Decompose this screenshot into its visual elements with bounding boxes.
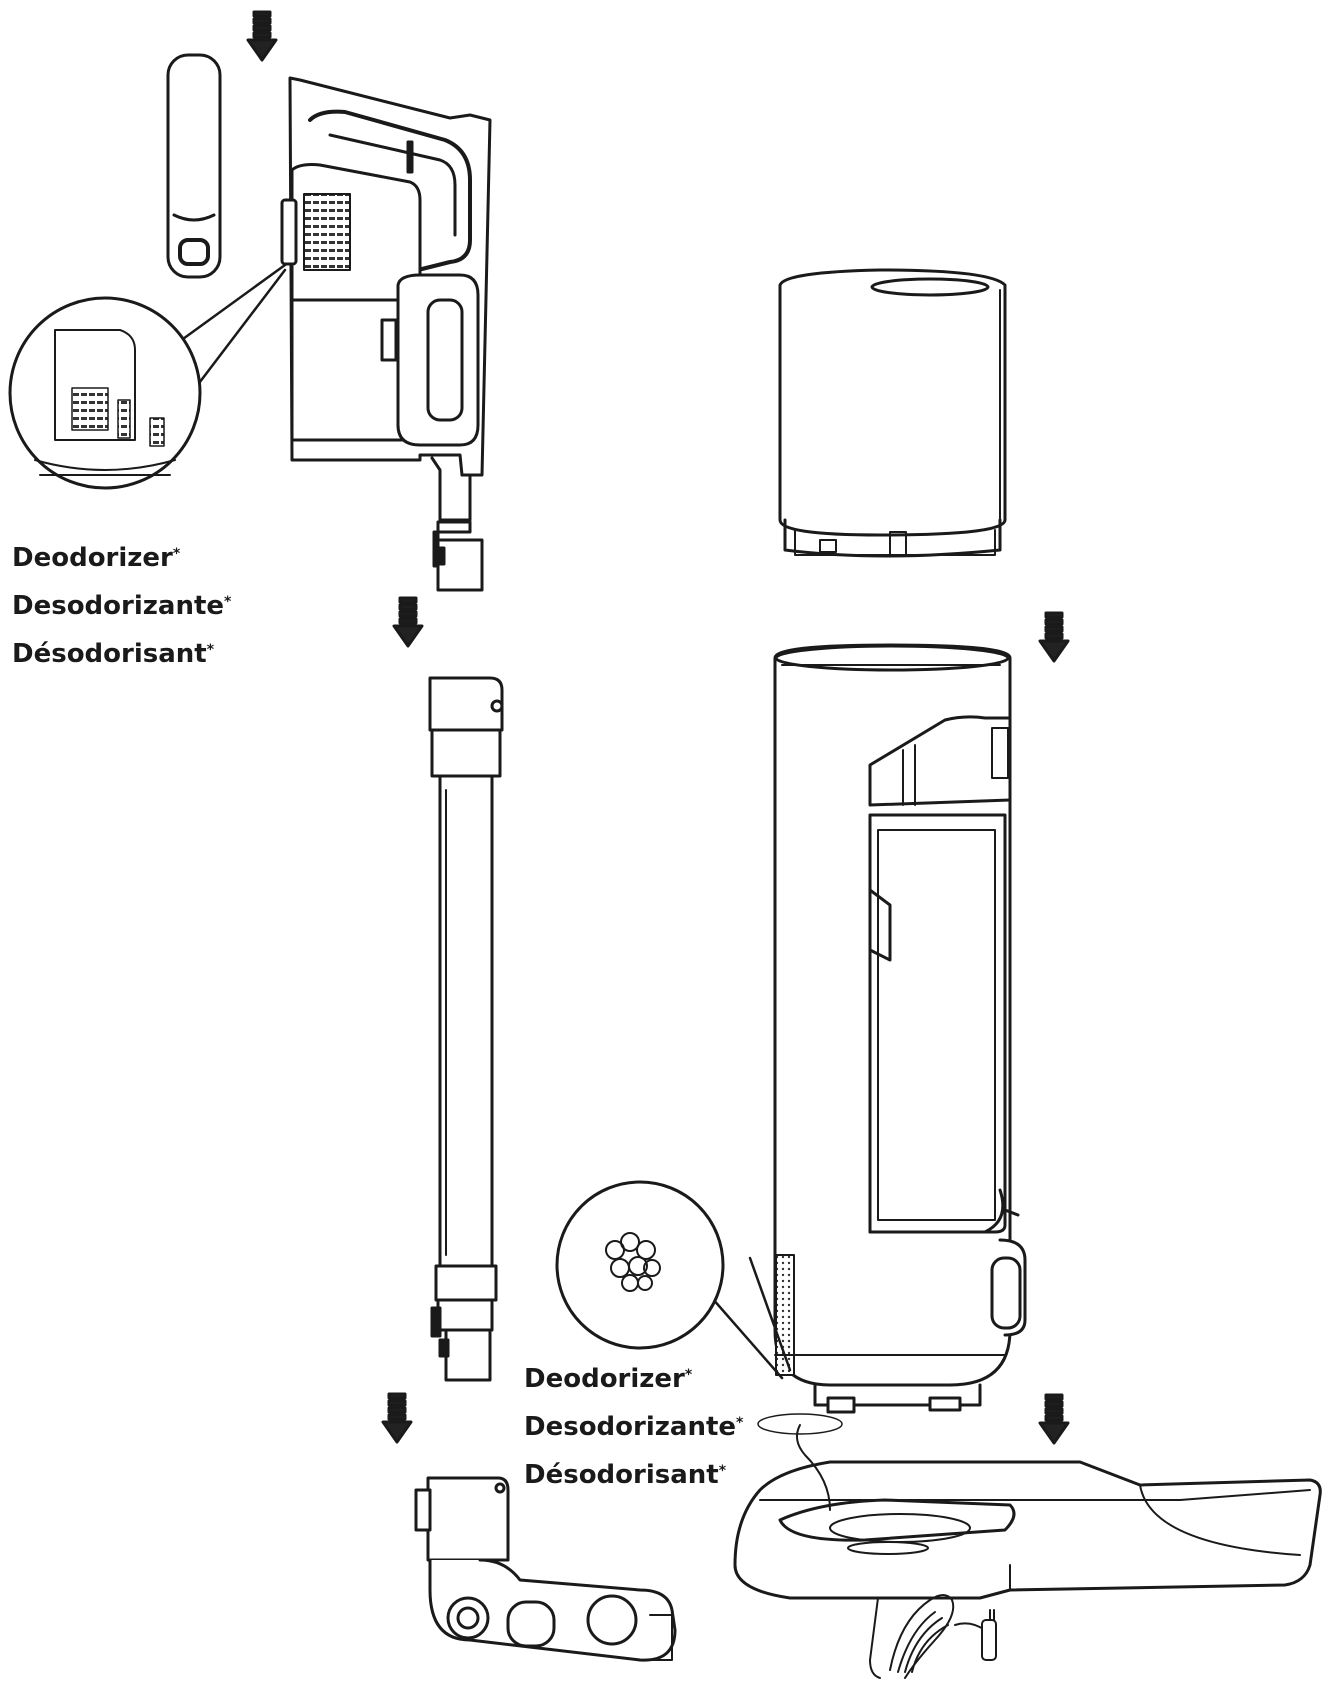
down-arrow-icon <box>392 596 424 648</box>
deodorizer-label-bottom: Deodorizer* Desodorizante* Désodorisant* <box>524 1355 743 1499</box>
handheld-vacuum-body <box>280 76 492 592</box>
deodorizer-label-top: Deodorizer* Desodorizante* Désodorisant* <box>12 534 231 678</box>
label-spanish: Desodorizante* <box>524 1412 744 1442</box>
down-arrow-icon <box>246 10 278 62</box>
dock-base <box>733 1460 1322 1600</box>
extension-wand <box>428 676 504 1382</box>
detail-magnifier-deodorizer-top <box>8 263 287 490</box>
floor-nozzle <box>414 1476 677 1662</box>
detail-magnifier-deodorizer-bottom <box>555 1180 843 1435</box>
label-english: Deodorizer* <box>12 543 181 573</box>
dust-cup-lid <box>778 268 1007 558</box>
down-arrow-icon <box>1038 1393 1070 1445</box>
label-french: Désodorisant* <box>524 1460 727 1490</box>
down-arrow-icon <box>1038 611 1070 663</box>
deodorizer-clip <box>166 53 222 279</box>
dock-canister <box>773 643 1027 1414</box>
label-spanish: Desodorizante* <box>12 591 232 621</box>
label-english: Deodorizer* <box>524 1364 693 1394</box>
label-french: Désodorisant* <box>12 639 215 669</box>
power-cord <box>795 1424 997 1679</box>
down-arrow-icon <box>381 1392 413 1444</box>
